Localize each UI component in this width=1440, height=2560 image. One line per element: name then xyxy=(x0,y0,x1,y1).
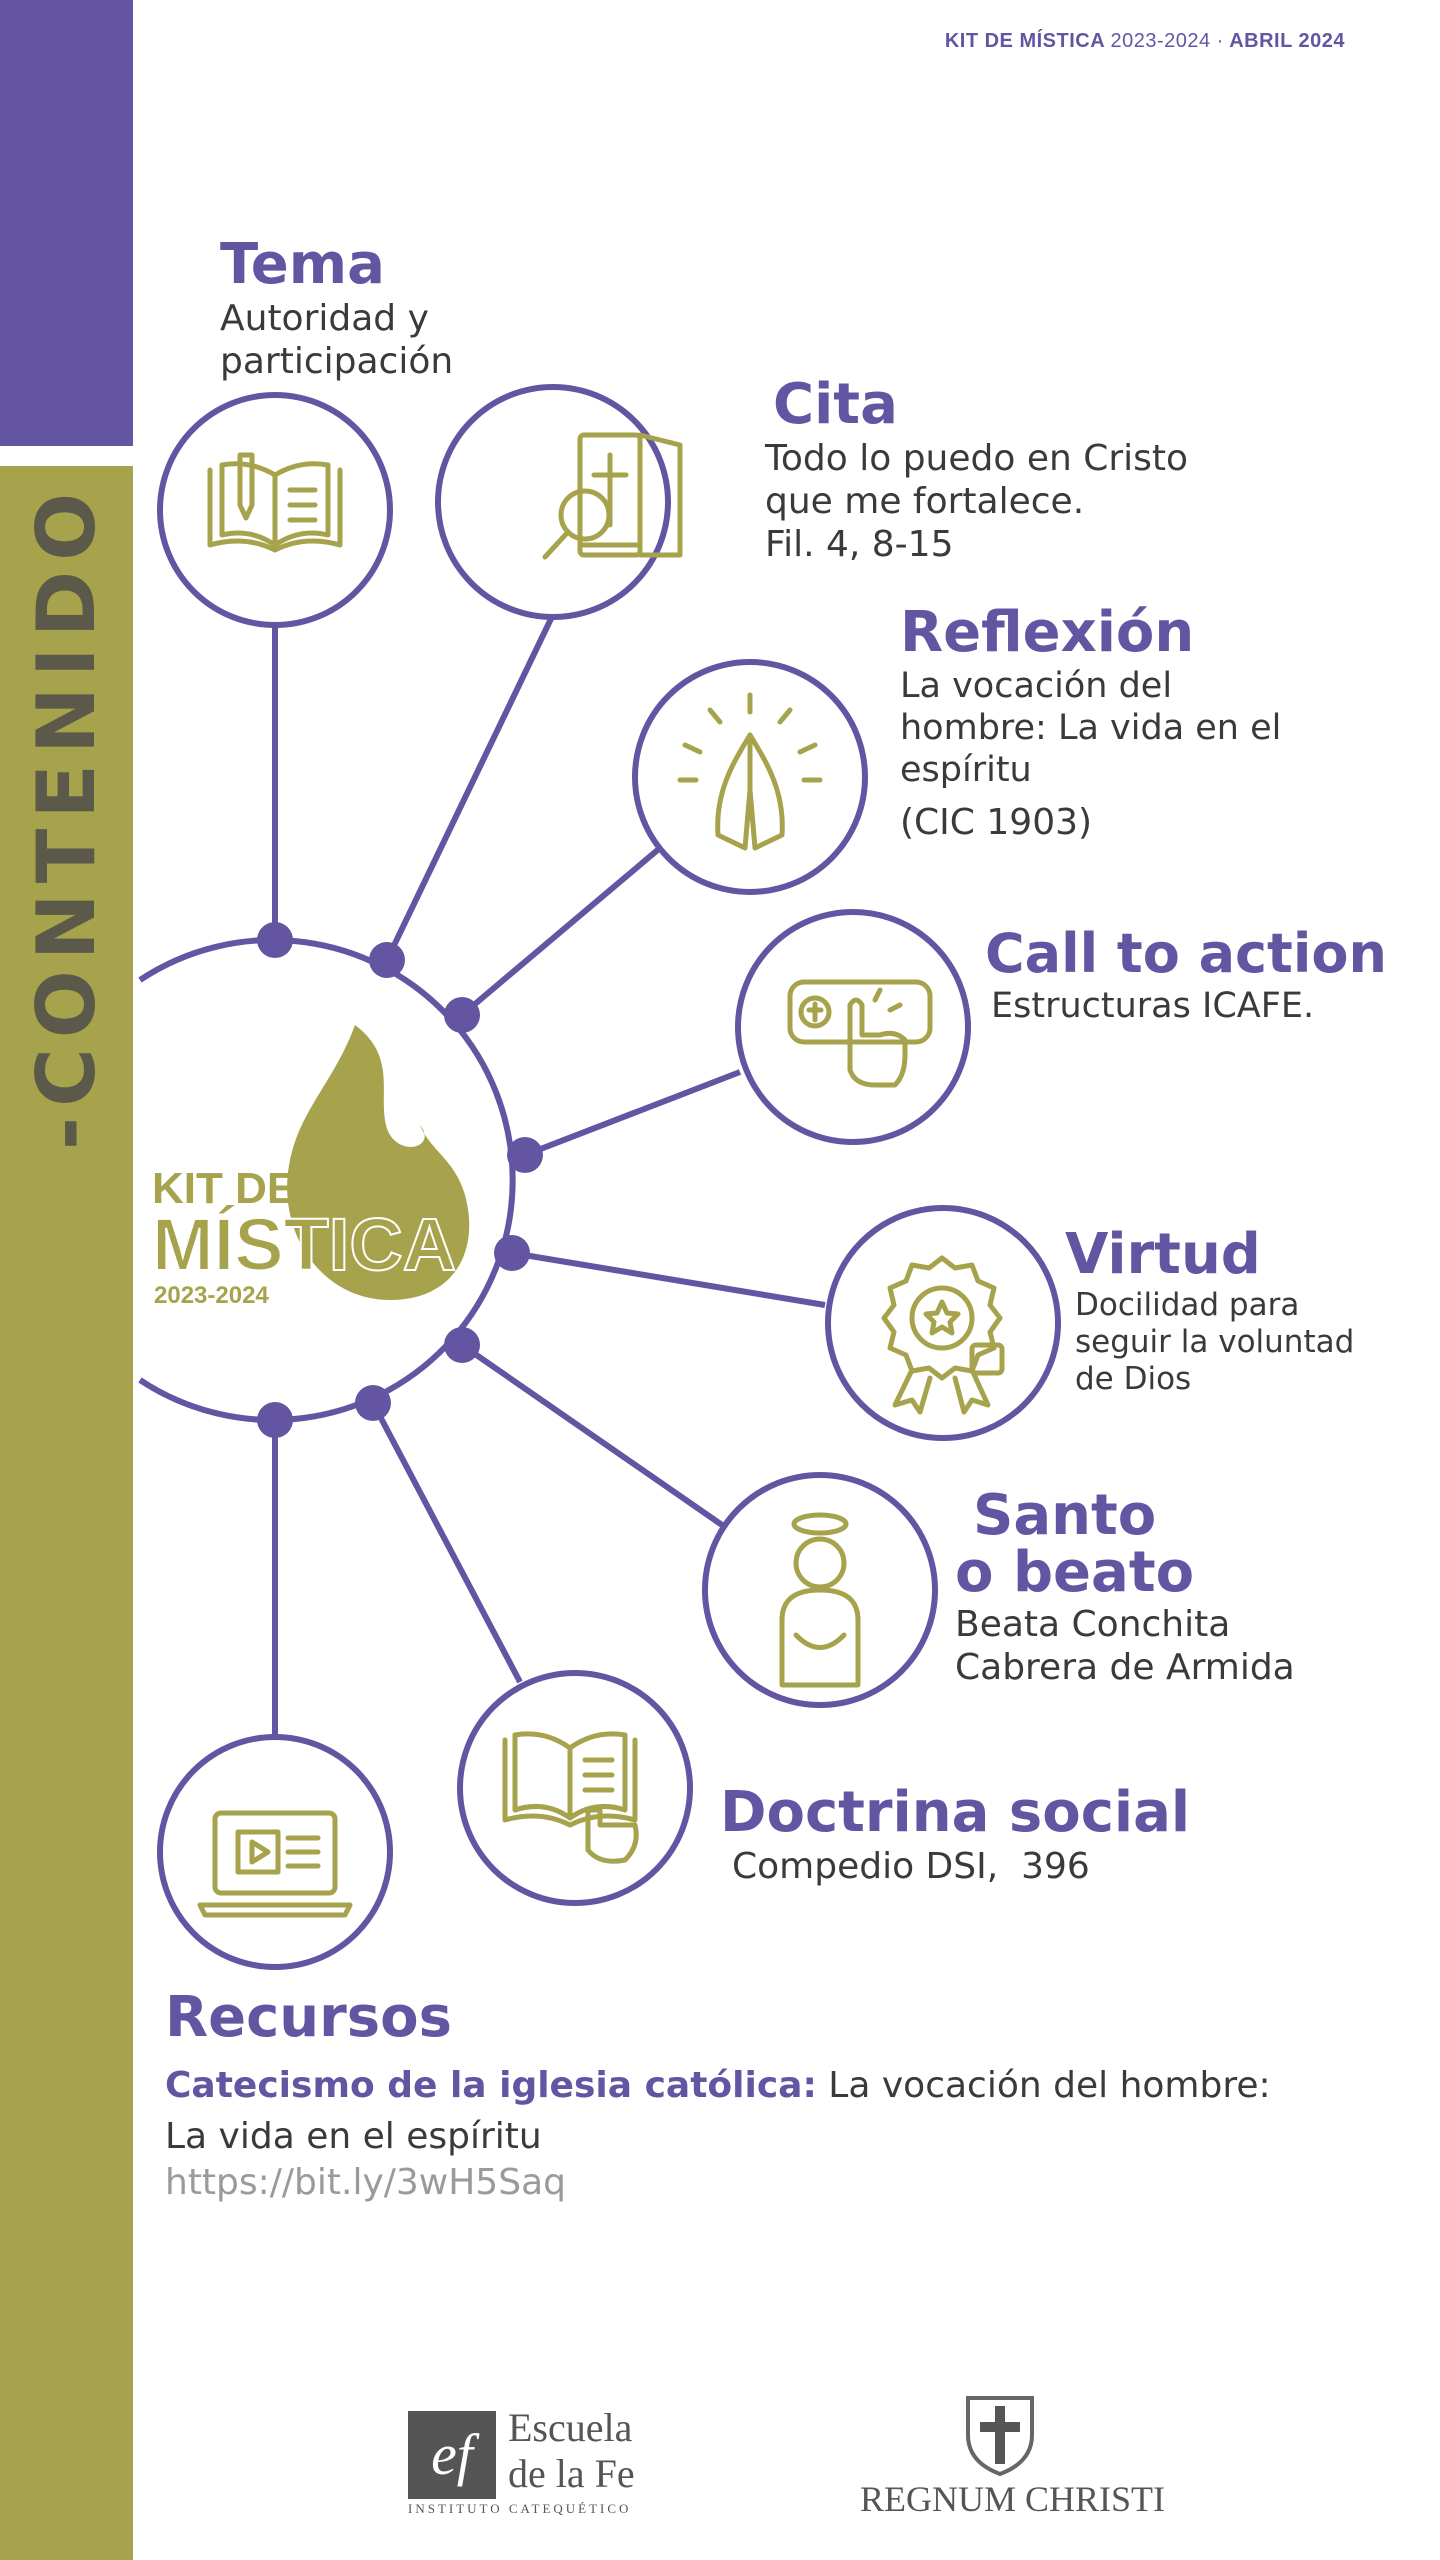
regnum-christi-logo: REGNUM CHRISTI xyxy=(860,2390,1166,2520)
award-badge-icon xyxy=(881,1255,1005,1415)
recursos-link[interactable]: https://bit.ly/3wH5Saq xyxy=(165,2162,566,2204)
spoke-doctrina xyxy=(370,1401,523,1684)
bible-magnifier-icon xyxy=(542,432,683,560)
ef-mark: ef xyxy=(408,2411,496,2499)
click-button-icon xyxy=(787,979,933,1088)
ef-line-2: de la Fe xyxy=(508,2451,635,2496)
header-line: KIT DE MÍSTICA 2023-2024 · ABRIL 2024 xyxy=(945,30,1345,53)
call-title: Call to action xyxy=(985,922,1387,985)
laptop-video-icon xyxy=(197,1810,353,1918)
header-year: 2023-2024 xyxy=(1110,30,1211,52)
escuela-de-la-fe-logo: ef Escuela de la Fe INSTITUTO CATEQUÉTIC… xyxy=(408,2405,648,2516)
praying-hands-icon xyxy=(677,692,823,851)
regnum-christi-text: REGNUM CHRISTI xyxy=(860,2479,1166,2519)
spoke-virtud xyxy=(511,1250,826,1308)
reflexion-line-1: La vocación del xyxy=(900,666,1173,706)
recursos-title: Recursos xyxy=(165,1985,452,2050)
dot-reflexion xyxy=(444,997,480,1033)
santo-block: Santo o beato Beata Conchita Cabrera de … xyxy=(955,1488,1295,1689)
kit-mistica-logo: KIT DE MÍSTICA 2023-2024 xyxy=(151,1025,470,1309)
dot-tema xyxy=(257,922,293,958)
recursos-block: Recursos Catecismo de la iglesia católic… xyxy=(165,1985,1395,2203)
reflexion-block: Reflexión La vocación del hombre: La vid… xyxy=(900,600,1281,844)
dot-virtud xyxy=(494,1235,530,1271)
circle-virtud xyxy=(825,1205,1061,1441)
virtud-title: Virtud xyxy=(1065,1222,1261,1287)
circle-doctrina xyxy=(457,1670,693,1906)
tema-line-1: Autoridad y xyxy=(220,298,429,339)
purple-side-bar xyxy=(0,0,133,446)
olive-side-bar xyxy=(0,466,133,2560)
reflexion-title: Reflexión xyxy=(900,600,1195,665)
logo-line1: KIT DE xyxy=(152,1164,296,1213)
dot-santo xyxy=(444,1327,480,1363)
santo-title-1: Santo xyxy=(973,1483,1157,1548)
cita-block: Cita Todo lo puedo en Cristo que me fort… xyxy=(765,372,1188,567)
saint-halo-icon xyxy=(779,1512,861,1688)
spoke-santo xyxy=(460,1342,724,1528)
santo-title-2: o beato xyxy=(955,1540,1195,1605)
circle-call xyxy=(735,909,971,1145)
virtud-line-1: Docilidad para xyxy=(1075,1287,1300,1323)
cita-title: Cita xyxy=(773,372,898,437)
tema-line-2: participación xyxy=(220,341,454,383)
santo-line-1: Beata Conchita xyxy=(955,1603,1231,1645)
dot-recursos xyxy=(257,1402,293,1438)
header-sep: · xyxy=(1216,30,1224,52)
virtud-block: Virtud Docilidad para seguir la voluntad… xyxy=(1065,1222,1354,1399)
logo-line2: MÍSTICA xyxy=(152,1203,456,1286)
spoke-cita xyxy=(384,598,563,962)
dot-cita xyxy=(369,942,405,978)
reflexion-line-2: hombre: La vida en el xyxy=(900,708,1282,748)
dot-doctrina xyxy=(355,1385,391,1421)
tema-title: Tema xyxy=(220,232,385,297)
doctrina-block: Doctrina social Compedio DSI, 396 xyxy=(720,1780,1190,1888)
recursos-line-1: Catecismo de la iglesia católica: La voc… xyxy=(165,2064,1395,2107)
virtud-line-2: seguir la voluntad xyxy=(1075,1324,1355,1361)
virtud-line-3: de Dios xyxy=(1075,1361,1192,1398)
dot-call xyxy=(507,1137,543,1173)
cita-line-1: Todo lo puedo en Cristo xyxy=(765,438,1189,479)
cita-line-2: que me fortalece. xyxy=(765,481,1085,523)
book-hand-icon xyxy=(502,1731,639,1864)
doctrina-line-1: Compedio DSI, 396 xyxy=(732,1846,1090,1887)
doctrina-title: Doctrina social xyxy=(720,1780,1191,1845)
central-circle xyxy=(138,937,516,1423)
circle-recursos xyxy=(157,1734,393,1970)
reflexion-line-3: espíritu xyxy=(900,750,1032,790)
logo-year: 2023-2024 xyxy=(154,1282,269,1309)
santo-line-2: Cabrera de Armida xyxy=(955,1646,1295,1688)
recursos-line-2: La vida en el espíritu xyxy=(165,2116,542,2158)
header-date: ABRIL 2024 xyxy=(1229,30,1345,52)
circle-cita xyxy=(435,384,671,620)
call-block: Call to action Estructuras ICAFE. xyxy=(985,922,1387,1027)
ef-line-1: Escuela xyxy=(508,2405,633,2450)
regnum-shield-icon xyxy=(966,2396,1034,2477)
header-kit: KIT DE MÍSTICA xyxy=(944,30,1105,52)
recursos-text-1: La vocación del hombre: xyxy=(816,2065,1271,2106)
ef-sub: INSTITUTO CATEQUÉTICO xyxy=(408,2501,632,2516)
spoke-reflexion xyxy=(460,845,662,1018)
reflexion-ref: (CIC 1903) xyxy=(900,802,1093,843)
cita-line-3: Fil. 4, 8-15 xyxy=(765,524,954,566)
recursos-bold: Catecismo de la iglesia católica: xyxy=(165,2065,817,2106)
spoke-call xyxy=(523,1069,742,1158)
open-book-pen-icon xyxy=(207,452,343,553)
tema-block: Tema Autoridad y participación xyxy=(220,232,453,383)
call-line-1: Estructuras ICAFE. xyxy=(991,986,1315,1026)
